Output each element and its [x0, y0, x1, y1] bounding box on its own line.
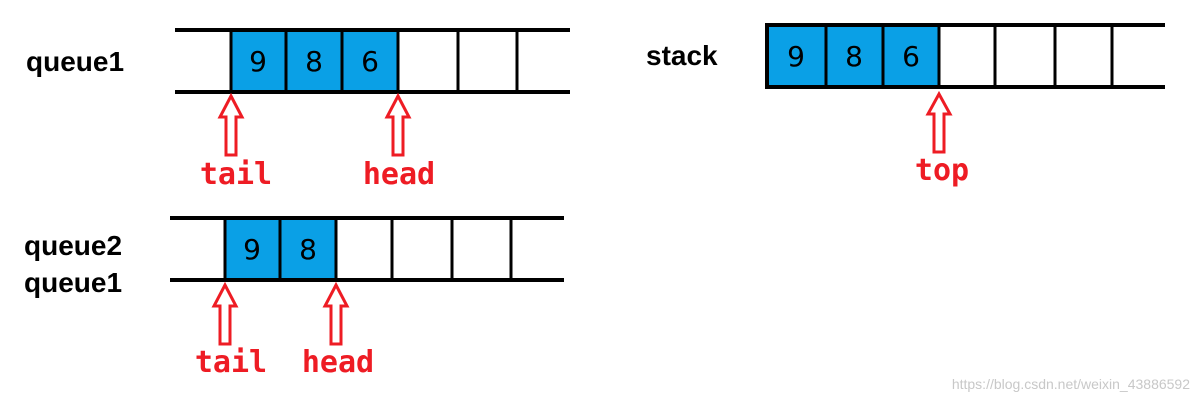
stack-top-label: top [915, 153, 969, 188]
stack-value: 6 [902, 40, 920, 73]
up-arrow-icon [384, 92, 412, 157]
queue1-value: 9 [249, 45, 267, 78]
queue2-tail-arrow [211, 281, 239, 346]
queue1-label: queue1 [26, 46, 124, 77]
up-arrow-icon [925, 90, 953, 154]
queue1-value: 6 [361, 45, 379, 78]
watermark-url: https://blog.csdn.net/weixin_43886592 [952, 376, 1190, 392]
queue1-head-label: head [363, 157, 435, 192]
stack-cell-0 [767, 25, 826, 87]
queue2-head-label: head [302, 345, 374, 380]
queue2-tail-label: tail [195, 345, 267, 380]
queue1-array: 9 8 6 [175, 28, 570, 94]
queue1-value: 8 [305, 45, 323, 78]
queue1-head-arrow [384, 92, 412, 157]
queue2-value: 9 [243, 233, 261, 266]
queue2-head-arrow [322, 281, 350, 346]
queue1-cell-2 [342, 30, 398, 92]
queue2-value: 8 [299, 233, 317, 266]
queue2-array: 9 8 [170, 216, 564, 282]
stack-value: 8 [845, 40, 863, 73]
queue1-tail-label: tail [200, 157, 272, 192]
stack-cell-2 [883, 25, 939, 87]
stack-value: 9 [787, 40, 805, 73]
queue1-tail-arrow [217, 92, 245, 157]
up-arrow-icon [322, 281, 350, 346]
queue2-cell-1 [280, 218, 336, 280]
stack-top-arrow [925, 90, 953, 154]
queue1-cell-0 [231, 30, 286, 92]
up-arrow-icon [217, 92, 245, 157]
queue1-cell-1 [286, 30, 342, 92]
queue2-label: queue2 [24, 230, 122, 261]
up-arrow-icon [211, 281, 239, 346]
queue2-cell-0 [225, 218, 280, 280]
stack-label: stack [646, 40, 718, 71]
stack-array: 9 8 6 [765, 23, 1165, 89]
stack-cell-1 [826, 25, 883, 87]
queue1-second-label: queue1 [24, 267, 122, 298]
